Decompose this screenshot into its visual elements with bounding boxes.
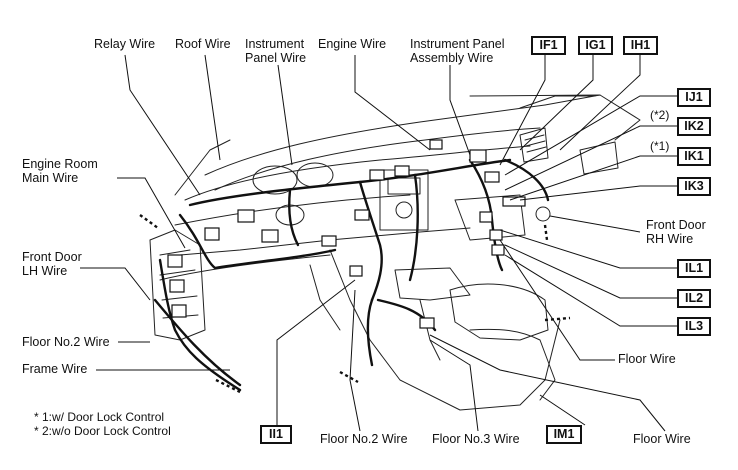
connector-il3: IL3 xyxy=(677,317,711,336)
connector-ii1: II1 xyxy=(260,425,292,444)
footnote-no-door-lock: * 2:w/o Door Lock Control xyxy=(34,424,171,438)
connector-il1: IL1 xyxy=(677,259,711,278)
engine-wire-label: Engine Wire xyxy=(318,37,387,51)
connector-im1: IM1 xyxy=(546,425,582,444)
floor-wire-right-label: Floor Wire xyxy=(618,352,676,366)
frame-wire-label: Frame Wire xyxy=(22,362,88,376)
connector-ik2: IK2 xyxy=(677,117,711,136)
connector-ij1: IJ1 xyxy=(677,88,711,107)
front-door-rh-wire-label: Front Door RH Wire xyxy=(646,218,706,246)
connector-ik3: IK3 xyxy=(677,177,711,196)
connector-ih1: IH1 xyxy=(623,36,658,55)
instrument-panel-wire-label: Instrument Panel Wire xyxy=(245,37,307,65)
roof-wire-label: Roof Wire xyxy=(175,37,231,51)
connector-il2: IL2 xyxy=(677,289,711,308)
floor-no2-wire-bottom-label: Floor No.2 Wire xyxy=(320,432,408,446)
floor-wire-bottom-label: Floor Wire xyxy=(633,432,691,446)
floor-no3-wire-label: Floor No.3 Wire xyxy=(432,432,520,446)
connector-ik1: IK1 xyxy=(677,147,711,166)
engine-room-main-wire-label: Engine Room Main Wire xyxy=(22,157,98,185)
instrument-panel-assembly-wire-label: Instrument Panel Assembly Wire xyxy=(410,37,505,65)
ik1-footnote-mark: (*1) xyxy=(650,139,670,153)
ik2-footnote-mark: (*2) xyxy=(650,108,670,122)
floor-no2-wire-left-label: Floor No.2 Wire xyxy=(22,335,110,349)
connector-if1: IF1 xyxy=(531,36,566,55)
front-door-lh-wire-label: Front Door LH Wire xyxy=(22,250,82,278)
relay-wire-label: Relay Wire xyxy=(94,37,156,51)
connector-ig1: IG1 xyxy=(578,36,613,55)
footnote-door-lock: * 1:w/ Door Lock Control xyxy=(34,410,165,424)
